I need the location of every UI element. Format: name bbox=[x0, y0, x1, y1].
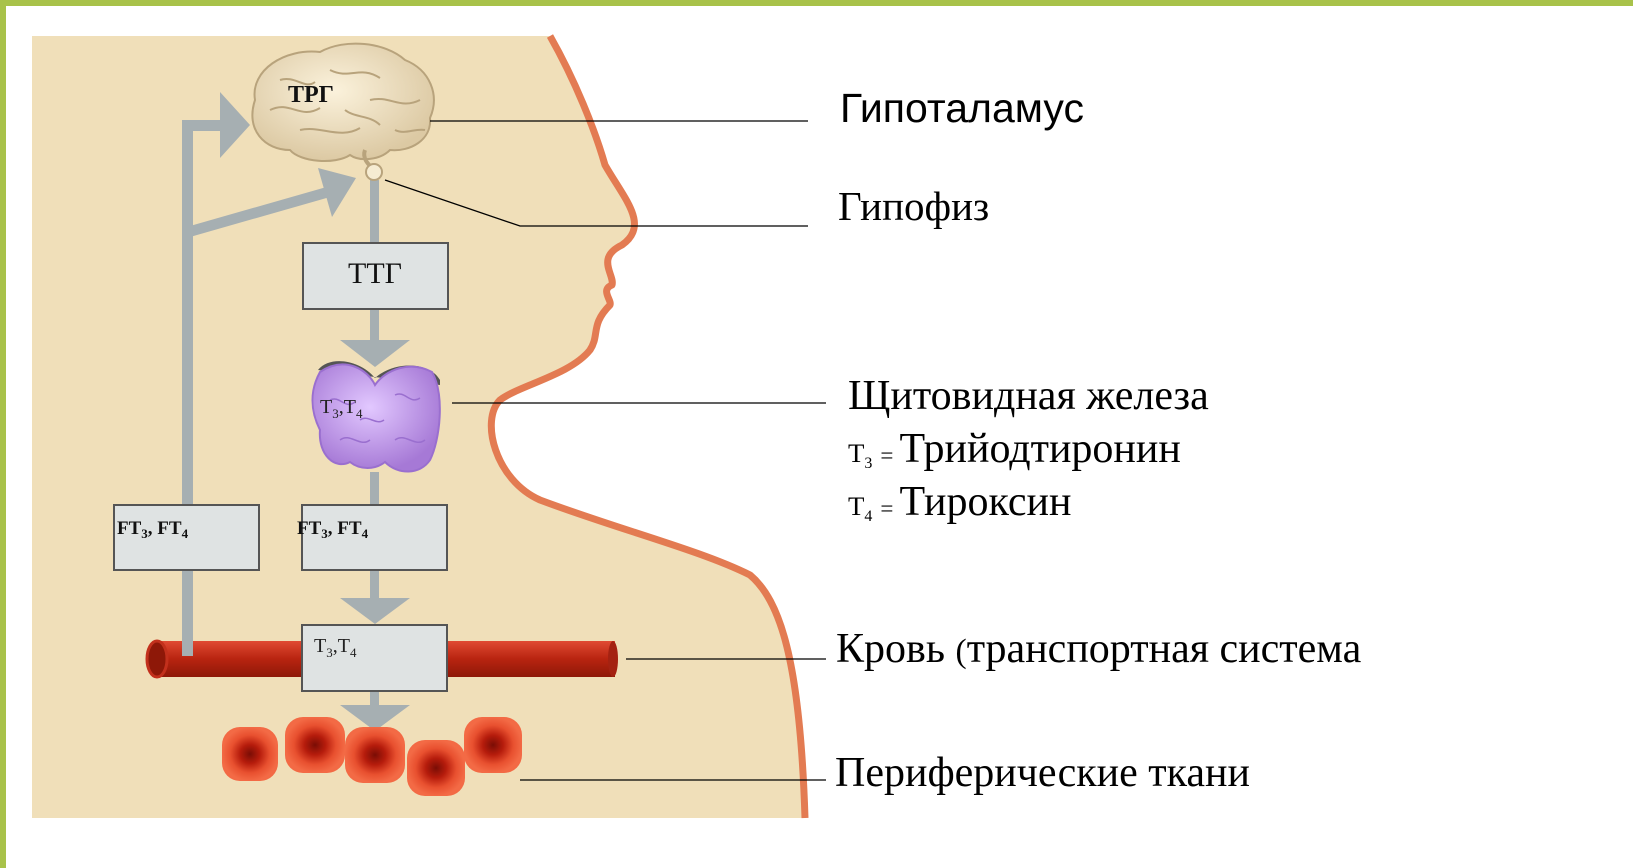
tissue-cell bbox=[345, 727, 405, 783]
tissue-cell bbox=[222, 727, 278, 781]
arrow-thyroid-to-box bbox=[370, 472, 379, 505]
t3-eq: = bbox=[880, 442, 893, 468]
t4-abbr: Т bbox=[848, 491, 864, 521]
tissue-cell bbox=[464, 717, 522, 773]
feedback-line-to-hypothalamus bbox=[182, 120, 222, 131]
t3-abbr: Т bbox=[848, 438, 864, 468]
box-ft-left: FT3, FT4 bbox=[114, 505, 259, 570]
box-ft-center: FT3, FT4 bbox=[297, 505, 447, 570]
box-ft-center-label: FT3, FT4 bbox=[297, 518, 369, 541]
blood-rest: транспортная система bbox=[967, 626, 1362, 672]
blood-main: Кровь bbox=[836, 626, 956, 672]
box-ttg-label: ТТГ bbox=[348, 257, 402, 290]
t3-name: Трийодтиронин bbox=[899, 426, 1180, 472]
label-tissues: Периферические ткани bbox=[835, 752, 1250, 794]
arrow-ttg-to-thyroid bbox=[370, 309, 379, 343]
box-ttg: ТТГ bbox=[303, 243, 448, 309]
arrow-pituitary-to-ttg bbox=[370, 180, 379, 242]
box-ft-left-label: FT3, FT4 bbox=[117, 518, 189, 541]
brain-shape bbox=[252, 44, 433, 161]
box-blood: Т3,Т4 bbox=[302, 625, 447, 691]
vessel-right-end bbox=[608, 641, 618, 677]
arrow-box-to-blood bbox=[370, 571, 379, 601]
pituitary-gland bbox=[366, 164, 382, 180]
tissue-cell bbox=[407, 740, 465, 796]
vessel-left-end bbox=[147, 641, 167, 677]
label-thyroid: Щитовидная железа bbox=[848, 375, 1209, 417]
blood-paren: ( bbox=[956, 633, 967, 670]
label-pituitary: Гипофиз bbox=[838, 186, 989, 227]
brain-label: ТРГ bbox=[288, 82, 334, 108]
tissue-cell bbox=[285, 717, 345, 773]
label-blood: Кровь (транспортная система bbox=[836, 628, 1361, 670]
label-t3-definition: Т3 =Трийодтиронин bbox=[848, 428, 1181, 470]
t4-name: Тироксин bbox=[899, 479, 1071, 525]
t3-sub: 3 bbox=[864, 455, 872, 472]
brain-icon: ТРГ bbox=[252, 44, 433, 161]
vessel-feedback-connector bbox=[182, 640, 193, 656]
t4-sub: 4 bbox=[864, 508, 872, 525]
label-t4-definition: Т4 =Тироксин bbox=[848, 481, 1071, 523]
label-hypothalamus: Гипоталамус bbox=[840, 88, 1084, 129]
t4-eq: = bbox=[880, 495, 893, 521]
